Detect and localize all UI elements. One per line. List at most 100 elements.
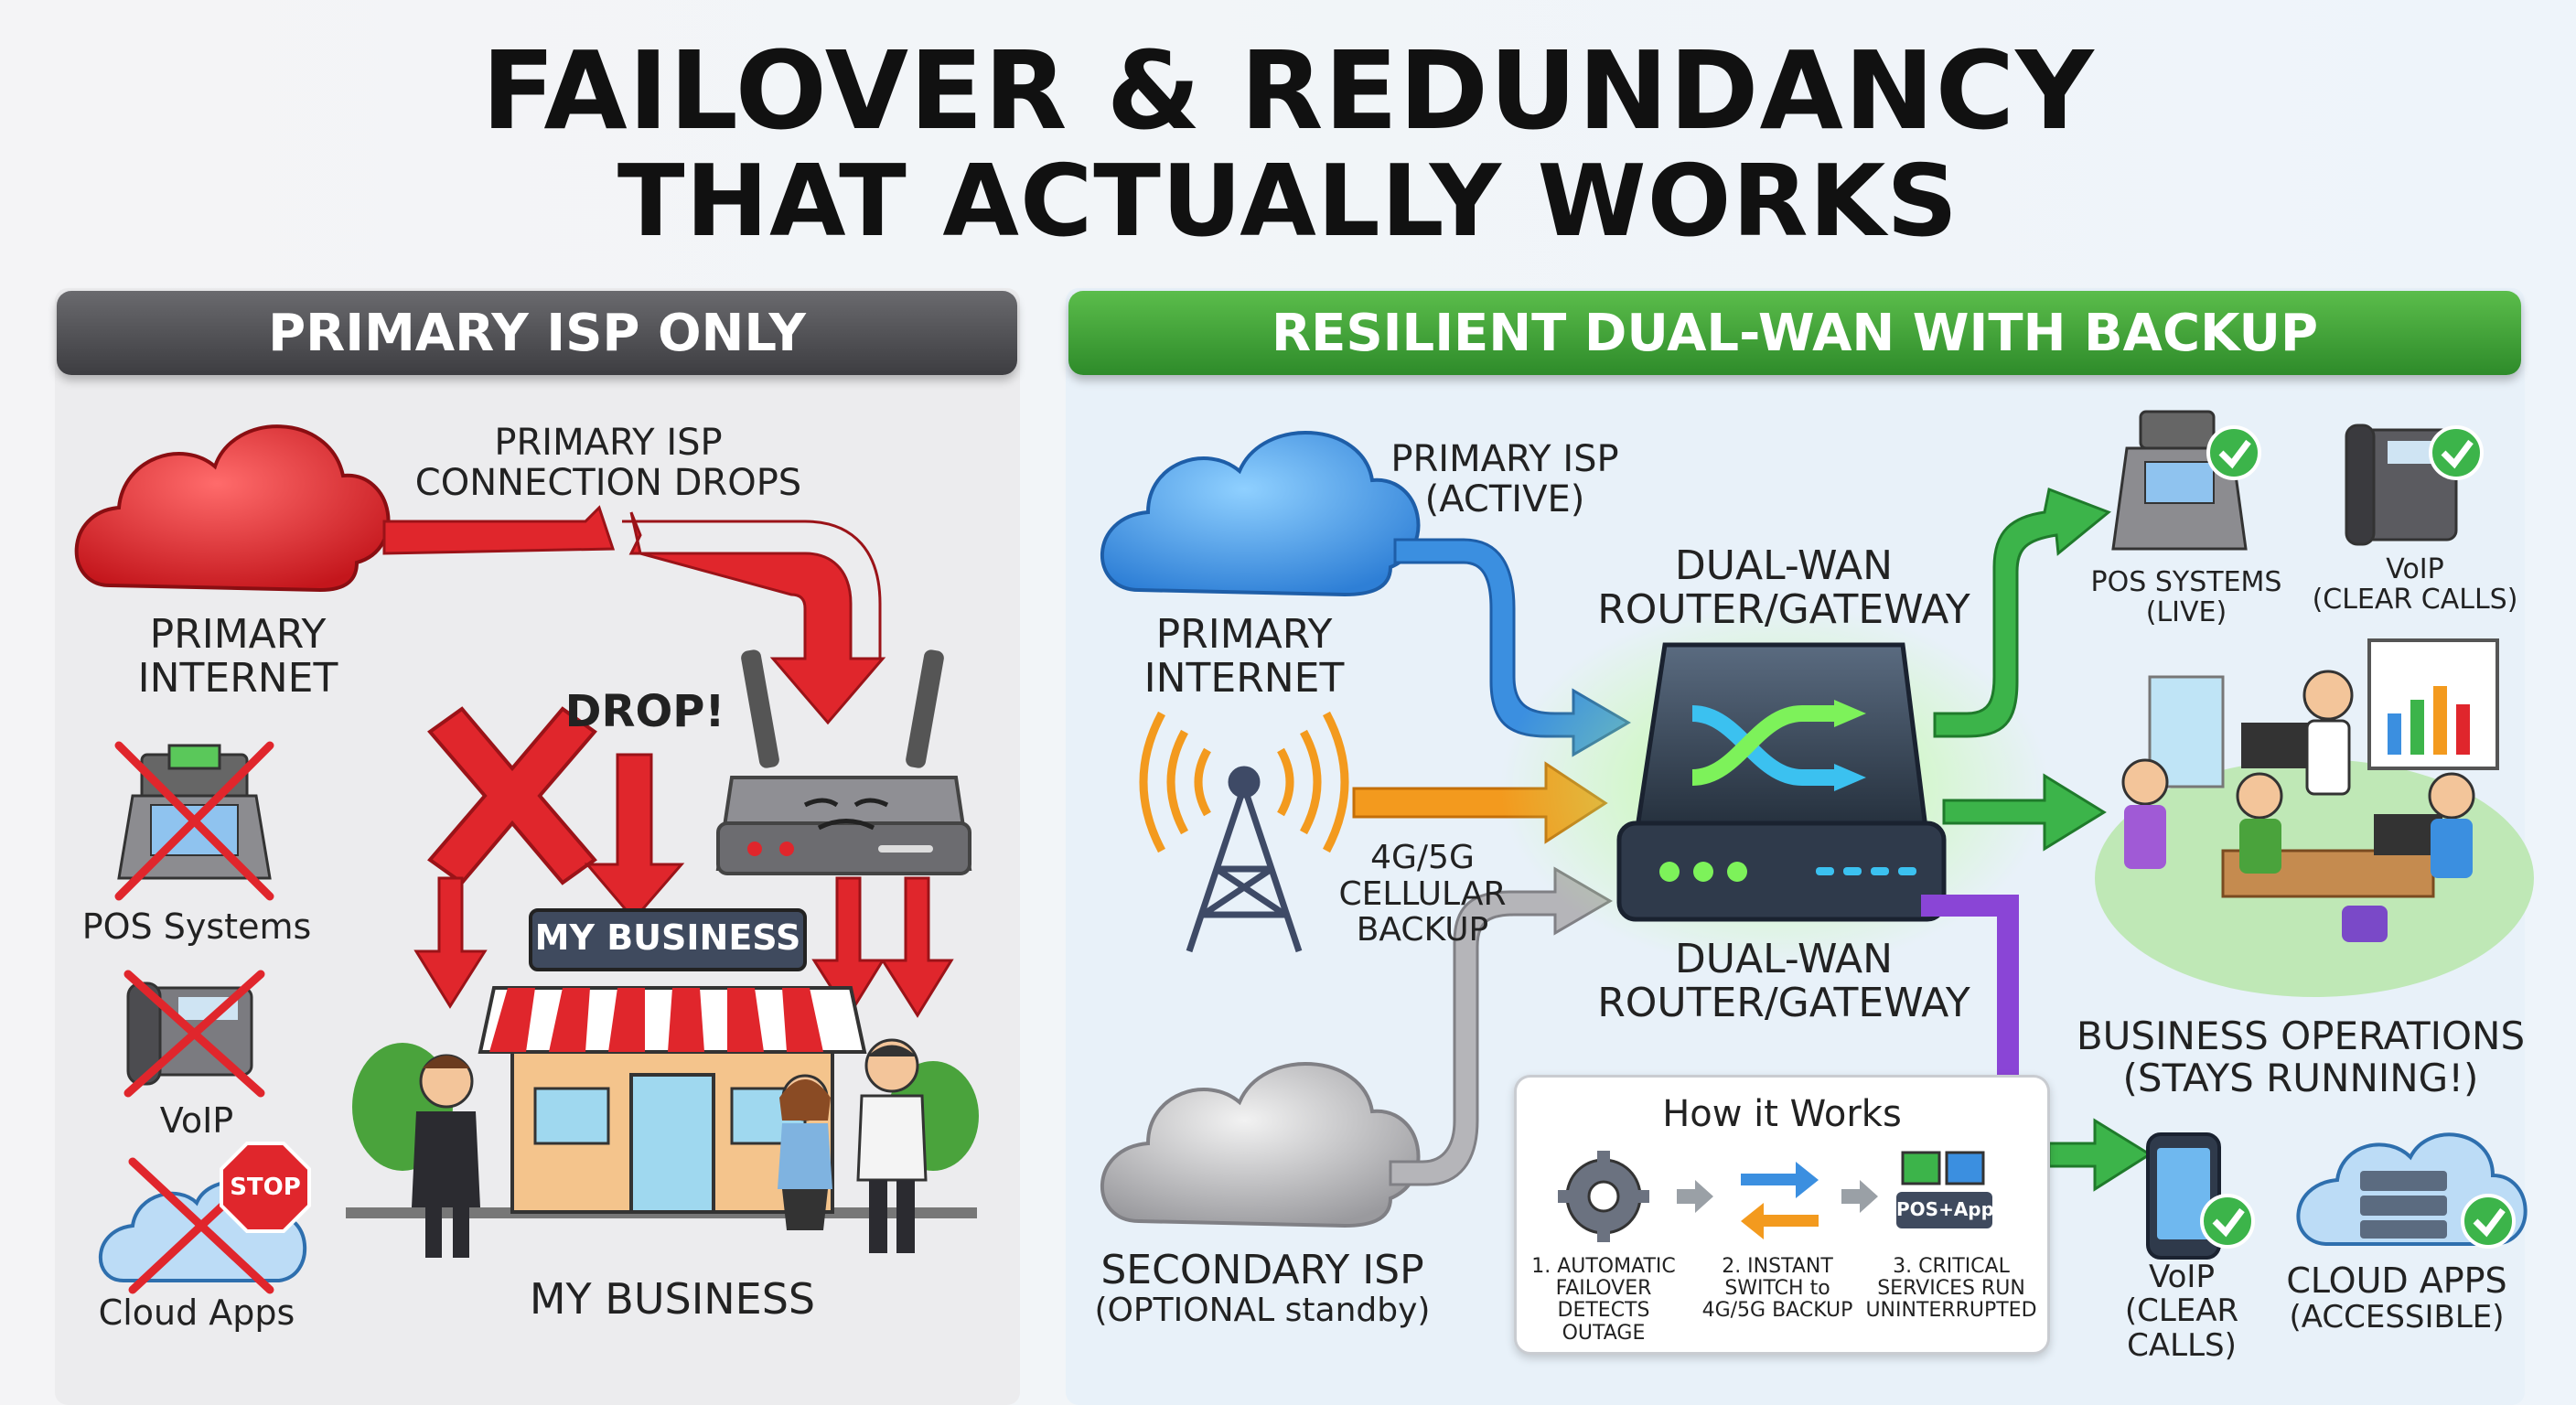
service-label-cloud-apps: Cloud Apps — [98, 1292, 295, 1333]
server-cloud-icon — [2296, 1132, 2528, 1249]
dual-wan-router-icon — [1616, 642, 1947, 922]
voip-top-label: VoIP (CLEAR CALLS) — [2287, 554, 2543, 615]
how-step-3-line-3: UNINTERRUPTED — [1865, 1299, 2037, 1323]
swap-arrows-icon — [1741, 1162, 1819, 1239]
right-cloud-label-line-2: INTERNET — [1143, 655, 1345, 702]
router-label-bottom-line-2: ROUTER/GATEWAY — [1597, 980, 1970, 1027]
voip-bottom-line-1: VoIP — [2149, 1259, 2215, 1295]
step-arrow-2 — [1841, 1180, 1878, 1213]
cell-tower-icon — [1139, 711, 1349, 953]
voip-top-line-2: (CLEAR CALLS) — [2312, 584, 2518, 616]
drop-label: DROP! — [564, 686, 725, 737]
cellular-line-2: CELLULAR — [1338, 874, 1507, 913]
check-icon — [2200, 1194, 2255, 1249]
how-step-2: 2. INSTANT SWITCH to 4G/5G BACKUP — [1700, 1255, 1855, 1323]
office-team-icon — [2095, 638, 2534, 997]
output-arrows — [1933, 487, 2152, 1192]
drop-note-line-2: CONNECTION DROPS — [414, 462, 802, 504]
router-label-top: DUAL-WAN ROUTER/GATEWAY — [1573, 542, 1994, 634]
how-step-2-line-2: SWITCH to — [1724, 1277, 1830, 1301]
desk-phone-icon — [2345, 424, 2484, 546]
cellular-line-3: BACKUP — [1356, 911, 1489, 949]
check-icon — [2461, 1194, 2516, 1249]
x-mark-icon — [427, 706, 597, 885]
business-ops-label: BUSINESS OPERATIONS (STAYS RUNNING!) — [2058, 1014, 2543, 1101]
broken-arrow-icon — [382, 505, 886, 725]
router-label-bottom: DUAL-WAN ROUTER/GATEWAY — [1573, 936, 1994, 1027]
right-banner: RESILIENT DUAL-WAN WITH BACKUP — [1068, 291, 2521, 375]
left-cloud-label-line-2: INTERNET — [137, 655, 338, 702]
cloud-apps-label: CLOUD APPS (ACCESSIBLE) — [2259, 1260, 2534, 1335]
pos-live-line-2: (LIVE) — [2145, 596, 2227, 628]
drop-note-line-1: PRIMARY ISP — [494, 422, 723, 464]
title-line-2: THAT ACTUALLY WORKS — [617, 145, 1959, 259]
how-step-3-line-1: 3. CRITICAL — [1893, 1255, 2010, 1278]
how-it-works-box: How it Works POS+Apps 1. AUTOMATIC — [1514, 1075, 2050, 1355]
service-label-voip: VoIP — [159, 1100, 234, 1141]
how-step-1-line-3: DETECTS OUTAGE — [1557, 1299, 1650, 1345]
how-step-2-line-3: 4G/5G BACKUP — [1701, 1299, 1853, 1323]
pos-apps-chip: POS+Apps — [1896, 1198, 2005, 1220]
left-cloud-label-line-1: PRIMARY — [149, 611, 327, 658]
how-step-3-line-2: SERVICES RUN — [1877, 1277, 2025, 1301]
pos-terminal-icon — [2111, 410, 2261, 551]
voip-top-line-1: VoIP — [2386, 553, 2444, 585]
cellular-line-1: 4G/5G — [1370, 839, 1475, 876]
red-cloud-icon — [74, 424, 391, 593]
check-icon — [2429, 425, 2484, 480]
voip-bottom-label: VoIP (CLEAR CALLS) — [2113, 1260, 2250, 1363]
pos-live-label: POS SYSTEMS (LIVE) — [2063, 567, 2310, 627]
check-icon — [2206, 425, 2261, 480]
cloud-apps-line-2: (ACCESSIBLE) — [2289, 1298, 2505, 1335]
step-arrow-1 — [1677, 1180, 1713, 1213]
primary-isp-line-1: PRIMARY ISP — [1390, 438, 1619, 480]
business-ops-line-1: BUSINESS OPERATIONS — [2076, 1014, 2526, 1058]
right-cloud-label: PRIMARY INTERNET — [1098, 611, 1390, 702]
how-step-1-line-1: 1. AUTOMATIC — [1531, 1255, 1676, 1278]
how-step-2-line-1: 2. INSTANT — [1722, 1255, 1833, 1278]
person-right — [856, 1038, 928, 1253]
drop-note: PRIMARY ISP CONNECTION DROPS — [384, 423, 832, 503]
business-ops-line-2: (STAYS RUNNING!) — [2122, 1056, 2479, 1101]
voip-bottom-line-3: CALLS) — [2127, 1326, 2237, 1364]
storefront-sign: MY BUSINESS — [534, 917, 801, 958]
x-mark-icon — [123, 970, 265, 1098]
stop-sign-icon: STOP — [220, 1142, 311, 1233]
person-left — [412, 1054, 480, 1258]
primary-isp-label: PRIMARY ISP (ACTIVE) — [1336, 439, 1674, 520]
sad-router-icon — [715, 649, 972, 875]
service-label-pos: POS Systems — [81, 906, 312, 947]
right-cloud-label-line-1: PRIMARY — [1155, 611, 1333, 658]
secondary-isp-line-1: SECONDARY ISP — [1100, 1247, 1424, 1293]
left-banner: PRIMARY ISP ONLY — [57, 291, 1017, 375]
pos-apps-icon — [1896, 1151, 1992, 1228]
title-line-1: FAILOVER & REDUNDANCY — [481, 27, 2095, 154]
primary-isp-line-2: (ACTIVE) — [1424, 478, 1585, 520]
router-label-top-line-2: ROUTER/GATEWAY — [1597, 586, 1970, 634]
voip-bottom-line-2: (CLEAR — [2124, 1292, 2239, 1330]
router-label-top-line-1: DUAL-WAN — [1674, 542, 1894, 589]
stop-sign-text: STOP — [230, 1174, 301, 1201]
gear-icon — [1558, 1151, 1649, 1242]
blue-cloud-icon — [1100, 431, 1421, 597]
cellular-label: 4G/5G CELLULAR BACKUP — [1317, 840, 1528, 949]
pos-live-line-1: POS SYSTEMS — [2090, 566, 2282, 598]
x-mark-icon — [114, 741, 274, 901]
how-step-3: 3. CRITICAL SERVICES RUN UNINTERRUPTED — [1864, 1255, 2038, 1323]
how-it-works-icons — [1558, 1151, 1992, 1242]
gray-cloud-icon — [1100, 1062, 1421, 1228]
how-step-1: 1. AUTOMATIC FAILOVER DETECTS OUTAGE — [1526, 1255, 1681, 1345]
router-label-bottom-line-1: DUAL-WAN — [1674, 936, 1894, 982]
failure-arrows — [413, 753, 954, 1018]
cloud-apps-line-1: CLOUD APPS — [2286, 1260, 2507, 1301]
smartphone-icon — [2146, 1132, 2255, 1260]
how-step-1-line-2: FAILOVER — [1555, 1277, 1652, 1301]
how-it-works-title: How it Works — [1662, 1093, 1902, 1135]
person-woman — [778, 1074, 832, 1230]
business-label: MY BUSINESS — [529, 1274, 816, 1324]
secondary-isp-label: SECONDARY ISP (OPTIONAL standby) — [1070, 1247, 1454, 1329]
left-cloud-label: PRIMARY INTERNET — [91, 611, 384, 702]
purple-link — [1921, 895, 2019, 1075]
